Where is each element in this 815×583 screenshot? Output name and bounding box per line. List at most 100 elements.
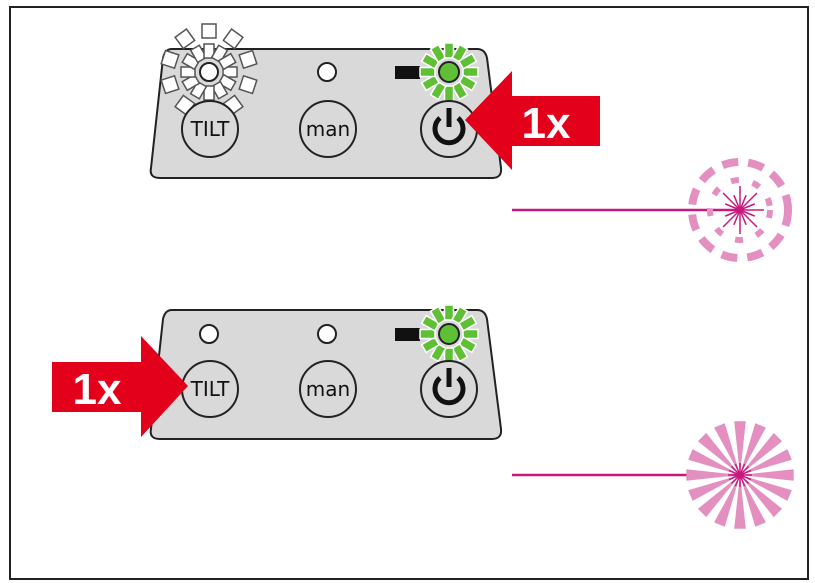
green-ray (429, 342, 447, 363)
green-ray (457, 336, 478, 354)
laser-steady-wedge (740, 449, 792, 475)
laser-core-ray (739, 474, 746, 487)
green-ray (429, 43, 447, 64)
press-arrow-2: 1x (52, 336, 188, 437)
laser-core-ray (728, 474, 741, 481)
green-ray (443, 304, 455, 321)
white-ray (222, 66, 238, 78)
man-led-1 (317, 62, 337, 82)
green-ray (457, 314, 478, 332)
panel-2: TILT man 1x (52, 304, 794, 529)
laser-ray (733, 194, 741, 211)
white-ray-outer (238, 74, 258, 95)
tilt-led-blink-rays-1 (160, 23, 258, 121)
white-ray-outer (201, 23, 217, 39)
press-count-label-2: 1x (73, 365, 122, 414)
laser-steady-wedge (740, 475, 766, 527)
laser-steady-wedge (714, 475, 740, 527)
white-ray-outer (222, 28, 244, 50)
green-ray (429, 80, 447, 101)
laser-core-ray (739, 474, 752, 481)
white-ray (189, 80, 208, 100)
laser-ray (739, 209, 756, 217)
laser-blink-ring (688, 158, 792, 262)
green-ray (451, 342, 469, 363)
laser-ray (739, 209, 747, 226)
tilt-button-2[interactable]: TILT (181, 360, 239, 418)
white-ray (181, 73, 201, 92)
panel-1: TILT man 1x (149, 23, 792, 262)
laser-core-ray (728, 469, 741, 476)
power-icon (432, 368, 466, 406)
laser-steady-wedge (740, 469, 794, 481)
tilt-button-1[interactable]: TILT (181, 100, 239, 158)
laser-steady-wedge (714, 423, 740, 475)
laser-core-ray (739, 469, 752, 476)
man-button-label-1: man (306, 117, 350, 141)
laser-steady-wedge (740, 475, 783, 518)
green-ray (451, 80, 469, 101)
laser-core-ray (739, 463, 746, 476)
laser-ray (722, 209, 741, 228)
white-ray (203, 85, 215, 101)
power-led-1 (438, 61, 460, 83)
laser-core-ray (739, 474, 750, 485)
laser-steady-wedge (688, 475, 740, 501)
white-ray (217, 73, 237, 92)
laser-ray (739, 192, 758, 211)
laser-steady-wedge (697, 432, 740, 475)
green-ray (420, 52, 441, 70)
power-led-blink-rays-2 (419, 304, 479, 364)
white-ray-outer (238, 49, 258, 70)
power-button-1[interactable] (420, 100, 478, 158)
power-led-blink-rays-1 (419, 42, 479, 102)
laser-steady-wedge (734, 421, 746, 475)
green-ray (451, 43, 469, 64)
laser-core-ray (734, 474, 741, 487)
laser-core-ray (730, 465, 741, 476)
green-ray (419, 328, 436, 340)
laser-steady-wedge (740, 423, 766, 475)
press-count-label-1: 1x (522, 99, 571, 148)
green-ray (457, 52, 478, 70)
man-button-2[interactable]: man (299, 360, 357, 418)
green-ray (457, 74, 478, 92)
laser-point-steady (686, 421, 794, 529)
power-indicator-bar-2 (395, 328, 420, 341)
laser-ray (733, 209, 741, 226)
white-ray (210, 44, 229, 64)
white-ray (181, 52, 201, 71)
power-button-2[interactable] (420, 360, 478, 418)
laser-steady-wedge (740, 432, 783, 475)
laser-ray (739, 194, 747, 211)
laser-steady-wedge (734, 475, 746, 529)
laser-core-ray (739, 465, 750, 476)
white-ray-outer (174, 28, 196, 50)
white-ray (180, 66, 196, 78)
laser-ray (722, 192, 741, 211)
man-button-1[interactable]: man (299, 100, 357, 158)
green-ray (443, 42, 455, 59)
laser-blink-ring-inner (707, 177, 773, 243)
white-ray-outer (160, 49, 180, 70)
laser-core-ray (734, 463, 741, 476)
white-ray (217, 52, 237, 71)
tilt-button-label-2: TILT (190, 377, 231, 401)
green-ray (429, 305, 447, 326)
laser-steady-wedge (686, 469, 740, 481)
green-ray (443, 85, 455, 102)
laser-ray (724, 203, 741, 211)
laser-point-blinking (688, 158, 792, 262)
white-ray (203, 43, 215, 59)
green-ray (420, 74, 441, 92)
laser-ray (739, 209, 758, 228)
white-ray (210, 80, 229, 100)
tilt-button-label-1: TILT (190, 117, 231, 141)
laser-ray (739, 203, 756, 211)
tilt-led-2 (199, 324, 219, 344)
laser-steady-wedge (740, 475, 792, 501)
laser-steady-wedge (688, 449, 740, 475)
white-ray (189, 44, 208, 64)
white-ray-outer (160, 74, 180, 95)
